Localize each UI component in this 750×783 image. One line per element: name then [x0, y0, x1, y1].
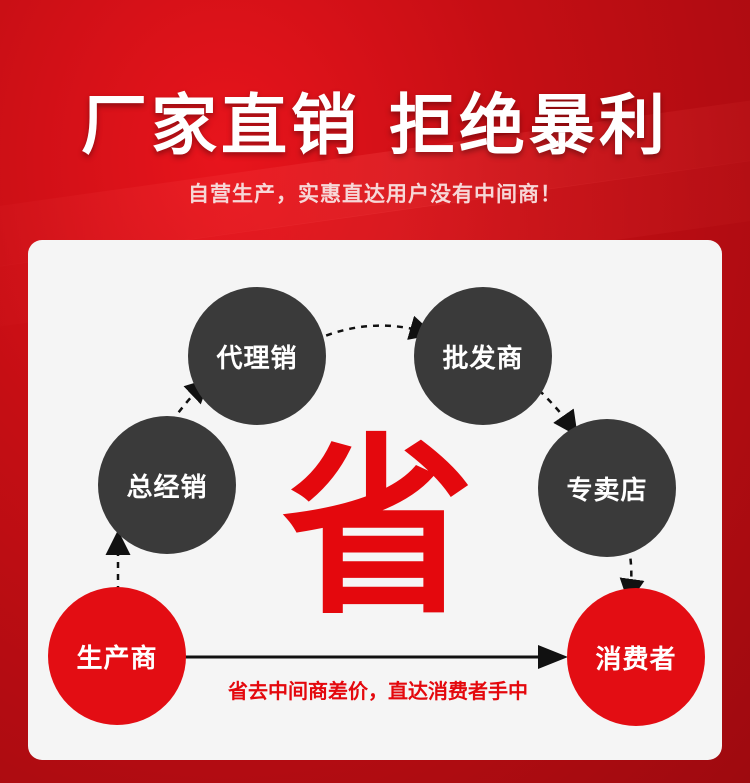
subtitle: 自营生产，实惠直达用户没有中间商！ [188, 182, 562, 206]
node-consumer: 消费者 [567, 588, 705, 726]
arrow-producer-to-consumer-head [538, 645, 568, 669]
node-agent: 代理销 [188, 287, 326, 425]
node-wholesaler-label: 批发商 [442, 343, 524, 374]
center-character: 省 [282, 418, 474, 641]
node-store-label: 专卖店 [566, 475, 648, 506]
node-consumer-label: 消费者 [595, 644, 677, 675]
node-wholesaler: 批发商 [414, 287, 552, 425]
bottom-note: 省去中间商差价，直达消费者手中 [228, 679, 528, 703]
arrow-agent-to-wholesaler [314, 315, 435, 342]
node-producer: 生产商 [48, 587, 186, 725]
node-general-distributor: 总经销 [98, 416, 236, 554]
title-left: 厂家直销 [81, 87, 361, 164]
node-producer-label: 生产商 [76, 643, 158, 674]
title-right: 拒绝暴利 [389, 87, 669, 164]
node-general-distributor-label: 总经销 [126, 472, 208, 503]
node-store: 专卖店 [538, 419, 676, 557]
page-title: 厂家直销拒绝暴利 [0, 72, 750, 168]
node-agent-label: 代理销 [216, 343, 298, 374]
